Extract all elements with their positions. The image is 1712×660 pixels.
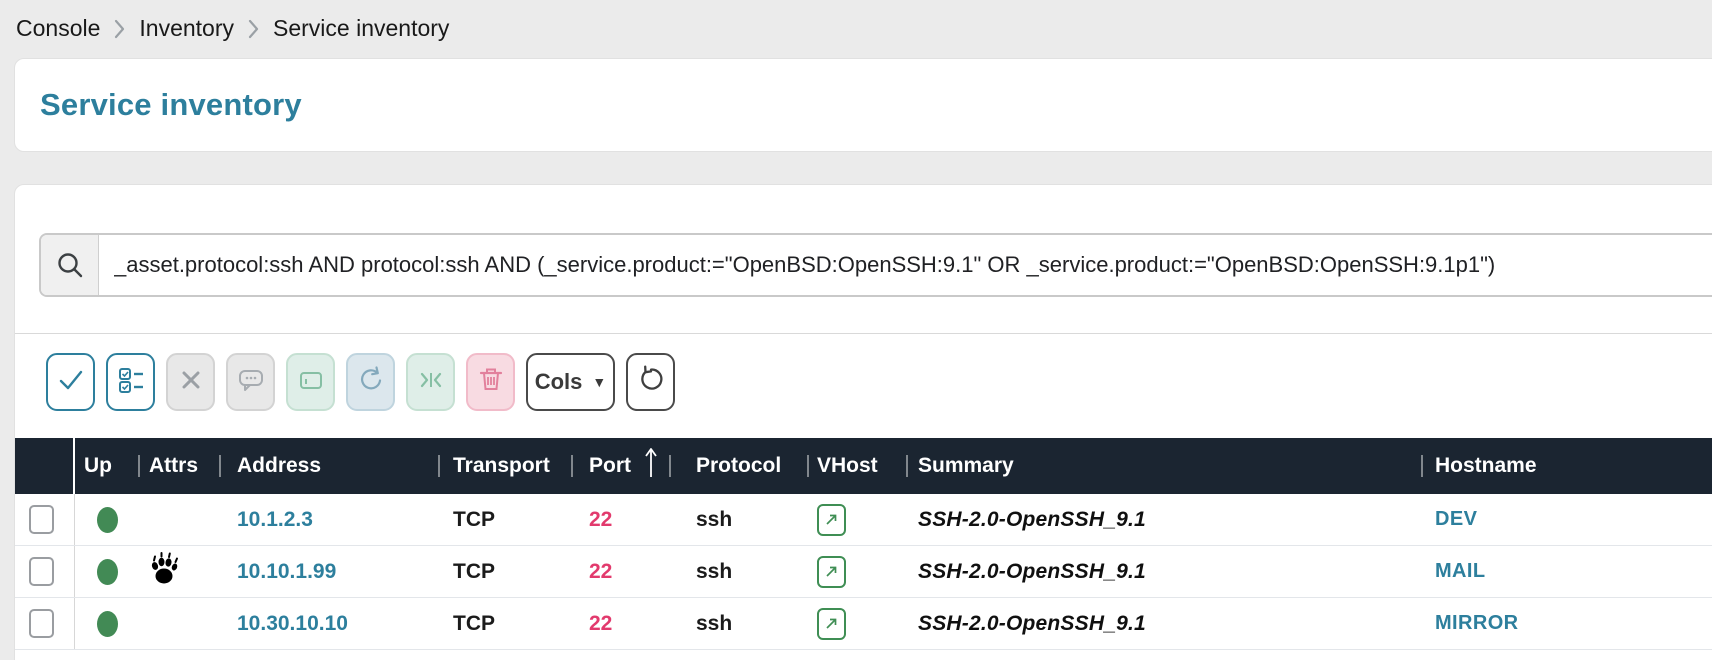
header-transport[interactable]: Transport bbox=[438, 438, 571, 494]
tag-button[interactable] bbox=[286, 353, 335, 411]
table-header: Up Attrs Address Transport Port Protocol… bbox=[15, 438, 1712, 494]
toolbar: Cols ▼ bbox=[46, 353, 675, 411]
rescan-button[interactable] bbox=[346, 353, 395, 411]
summary-value: SSH-2.0-OpenSSH_9.1 bbox=[918, 507, 1146, 531]
tag-icon bbox=[296, 365, 326, 400]
inventory-card: Cols ▼ Up Attrs Address Transport Port bbox=[14, 184, 1712, 660]
bulk-select-button[interactable] bbox=[106, 353, 155, 411]
external-link-icon[interactable] bbox=[817, 607, 846, 640]
refresh-icon bbox=[356, 365, 386, 400]
protocol-value: ssh bbox=[696, 507, 733, 531]
confirm-selection-button[interactable] bbox=[46, 353, 95, 411]
chevron-right-icon bbox=[113, 18, 126, 40]
header-hostname[interactable]: Hostname bbox=[1421, 438, 1712, 494]
merge-icon bbox=[416, 365, 446, 400]
table-row: 10.10.1.99 TCP 22 ssh SSH-2.0-OpenSSH_9.… bbox=[15, 546, 1712, 598]
up-status-dot bbox=[97, 558, 118, 585]
checklist-icon bbox=[116, 365, 146, 400]
protocol-value: ssh bbox=[696, 559, 733, 583]
external-link-icon[interactable] bbox=[817, 503, 846, 536]
clear-selection-button[interactable] bbox=[166, 353, 215, 411]
address-link[interactable]: 10.1.2.3 bbox=[237, 507, 313, 531]
breadcrumb-service-inventory: Service inventory bbox=[273, 15, 450, 41]
hostname-link[interactable]: MAIL bbox=[1435, 560, 1486, 582]
columns-button-label: Cols bbox=[534, 369, 583, 394]
up-status-dot bbox=[97, 610, 118, 637]
merge-button[interactable] bbox=[406, 353, 455, 411]
header-address[interactable]: Address bbox=[219, 438, 438, 494]
delete-button[interactable] bbox=[466, 353, 515, 411]
table-body: 10.1.2.3 TCP 22 ssh SSH-2.0-OpenSSH_9.1 … bbox=[15, 494, 1712, 650]
search-bar bbox=[39, 233, 1712, 297]
breadcrumb-console[interactable]: Console bbox=[16, 15, 101, 41]
transport-value: TCP bbox=[453, 507, 495, 531]
external-link-icon[interactable] bbox=[817, 555, 846, 588]
transport-value: TCP bbox=[453, 559, 495, 583]
toolbar-divider bbox=[15, 333, 1712, 334]
protocol-value: ssh bbox=[696, 611, 733, 635]
breadcrumb: Console Inventory Service inventory bbox=[16, 15, 449, 42]
search-input[interactable] bbox=[99, 235, 1712, 295]
row-checkbox[interactable] bbox=[29, 505, 54, 534]
header-vhost[interactable]: VHost bbox=[807, 438, 906, 494]
comment-icon bbox=[236, 365, 266, 400]
caret-down-icon: ▼ bbox=[592, 374, 607, 390]
reset-icon bbox=[636, 364, 666, 400]
row-checkbox[interactable] bbox=[29, 609, 54, 638]
summary-value: SSH-2.0-OpenSSH_9.1 bbox=[918, 559, 1146, 583]
header-up[interactable]: Up bbox=[84, 454, 112, 477]
header-protocol[interactable]: Protocol bbox=[669, 438, 807, 494]
table-row: 10.30.10.10 TCP 22 ssh SSH-2.0-OpenSSH_9… bbox=[15, 598, 1712, 650]
comment-button[interactable] bbox=[226, 353, 275, 411]
columns-button[interactable]: Cols ▼ bbox=[526, 353, 615, 411]
header-attrs[interactable]: Attrs bbox=[138, 438, 219, 494]
address-link[interactable]: 10.30.10.10 bbox=[237, 611, 348, 635]
table-row: 10.1.2.3 TCP 22 ssh SSH-2.0-OpenSSH_9.1 … bbox=[15, 494, 1712, 546]
port-value: 22 bbox=[589, 559, 613, 583]
paw-icon bbox=[149, 551, 181, 592]
trash-icon bbox=[476, 365, 506, 400]
search-icon bbox=[41, 235, 99, 295]
title-card: Service inventory bbox=[14, 58, 1712, 152]
up-status-dot bbox=[97, 506, 118, 533]
hostname-link[interactable]: MIRROR bbox=[1435, 612, 1519, 634]
reset-view-button[interactable] bbox=[626, 353, 675, 411]
port-value: 22 bbox=[589, 507, 613, 531]
port-value: 22 bbox=[589, 611, 613, 635]
page-title: Service inventory bbox=[40, 87, 302, 122]
header-port[interactable]: Port bbox=[571, 438, 669, 494]
sort-ascending-icon bbox=[644, 446, 658, 486]
chevron-right-icon bbox=[247, 18, 260, 40]
row-checkbox[interactable] bbox=[29, 557, 54, 586]
hostname-link[interactable]: DEV bbox=[1435, 508, 1478, 530]
header-select-column bbox=[15, 438, 75, 494]
breadcrumb-inventory[interactable]: Inventory bbox=[139, 15, 234, 41]
header-summary[interactable]: Summary bbox=[906, 438, 1421, 494]
x-icon bbox=[178, 367, 204, 398]
address-link[interactable]: 10.10.1.99 bbox=[237, 559, 337, 583]
transport-value: TCP bbox=[453, 611, 495, 635]
check-icon bbox=[56, 365, 86, 400]
summary-value: SSH-2.0-OpenSSH_9.1 bbox=[918, 611, 1146, 635]
